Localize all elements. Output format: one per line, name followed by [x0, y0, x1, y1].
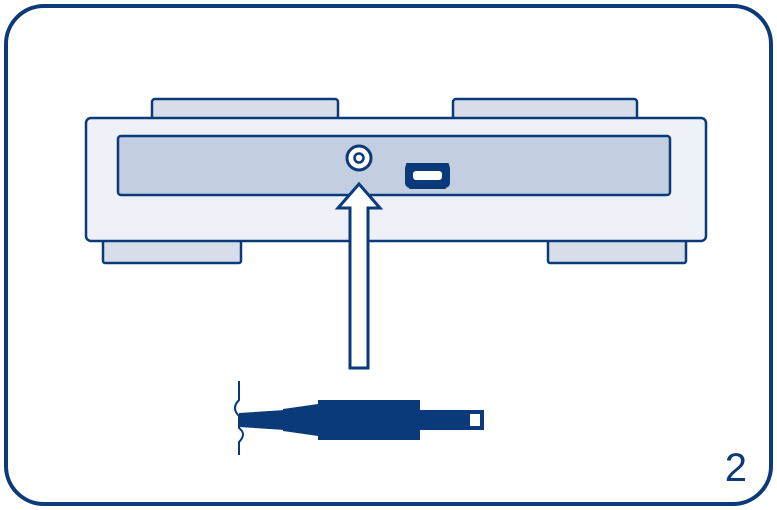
dc-power-port-icon	[345, 144, 373, 172]
dc-power-plug-icon	[283, 400, 484, 440]
step-number: 2	[724, 446, 747, 490]
mini-usb-port-icon	[405, 163, 450, 189]
power-cable	[239, 410, 285, 430]
up-arrow-icon	[334, 181, 384, 370]
device-rear-panel	[116, 134, 672, 197]
